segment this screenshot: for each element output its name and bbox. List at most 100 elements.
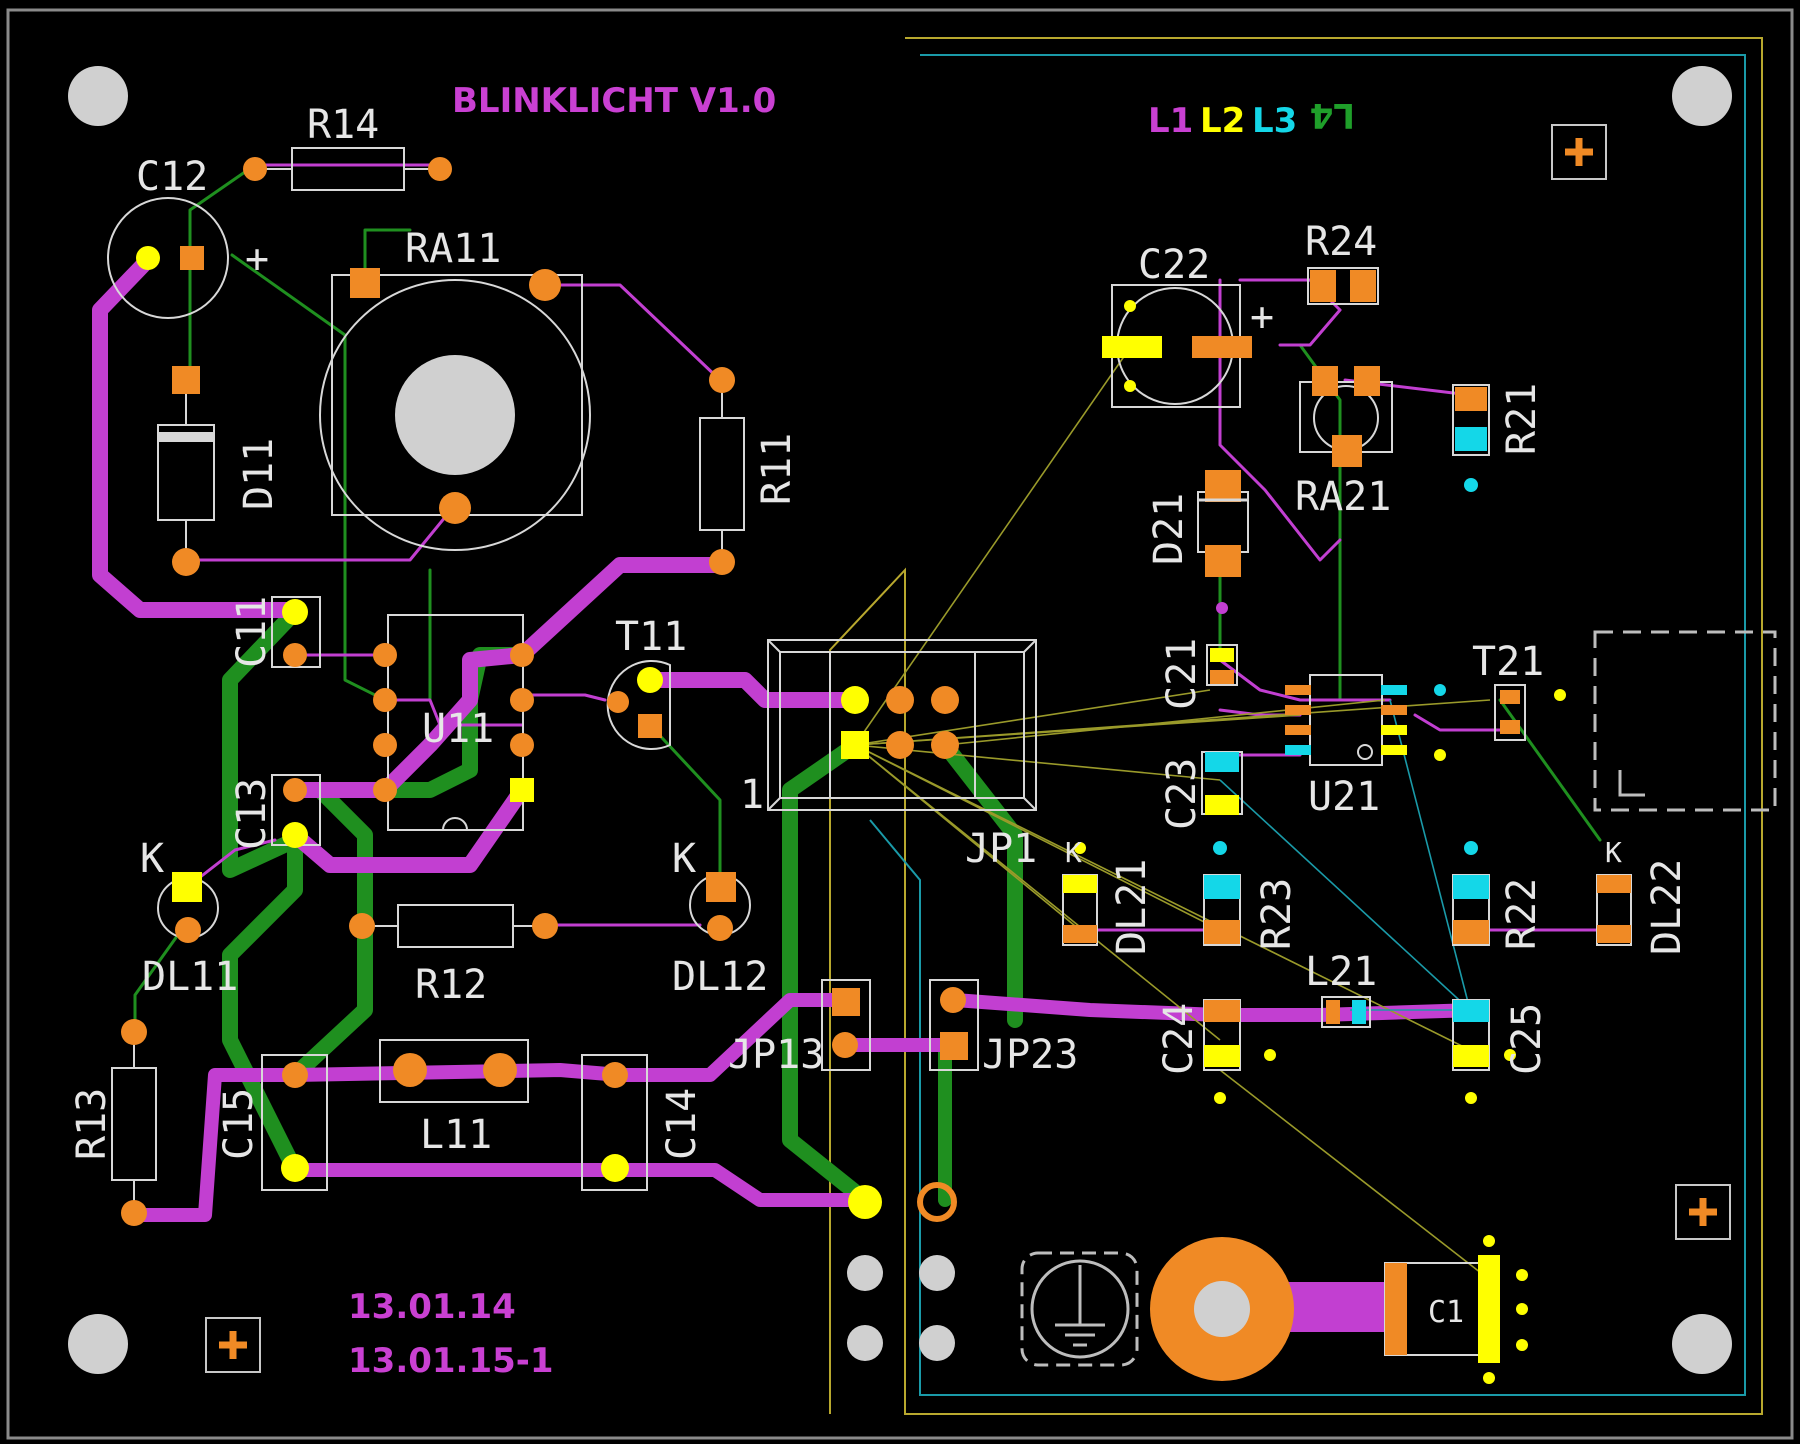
- component-ra21[interactable]: RA21: [1295, 366, 1393, 520]
- layer-l1: L1: [1148, 101, 1193, 141]
- fiducial-right: [1675, 1184, 1731, 1240]
- label-c11: C11: [229, 596, 275, 668]
- component-dl11[interactable]: K DL11: [140, 836, 238, 1000]
- date-1: 13.01.14: [348, 1287, 516, 1327]
- layer-l2: L2: [1200, 101, 1245, 141]
- label-c1: C1: [1428, 1295, 1464, 1330]
- component-c11[interactable]: C11: [229, 596, 321, 668]
- label-r23: R23: [1254, 878, 1300, 950]
- label-t21: T21: [1472, 639, 1544, 685]
- label-dl21-k: K: [1065, 836, 1082, 869]
- component-ra11[interactable]: RA11: [319, 226, 591, 551]
- label-r14: R14: [307, 102, 379, 148]
- label-jp1: JP1: [965, 826, 1037, 872]
- label-u21: U21: [1308, 774, 1380, 820]
- label-d21: D21: [1146, 493, 1192, 565]
- connector-holes: [847, 1182, 957, 1361]
- fiducial-top-right: [1551, 124, 1607, 180]
- label-jp1-pin1: 1: [740, 772, 764, 818]
- component-dl22[interactable]: K DL22: [1596, 836, 1690, 955]
- label-jp23: JP23: [982, 1032, 1078, 1078]
- component-u21[interactable]: U21: [1285, 674, 1407, 820]
- component-r21[interactable]: R21: [1452, 383, 1545, 492]
- mounting-hole: [68, 1314, 128, 1374]
- label-dl12-k: K: [672, 836, 696, 882]
- fiducial-bottom-left: [205, 1317, 261, 1373]
- component-c24[interactable]: C24: [1156, 999, 1276, 1104]
- component-c1[interactable]: C1: [1150, 1235, 1528, 1384]
- component-dl12[interactable]: K DL12: [672, 836, 768, 1000]
- component-r24[interactable]: R24: [1305, 219, 1379, 305]
- label-dl11: DL11: [142, 954, 238, 1000]
- layer-l3: L3: [1252, 101, 1297, 141]
- label-r24: R24: [1305, 219, 1377, 265]
- component-d11[interactable]: D11: [157, 366, 282, 576]
- component-d21[interactable]: D21: [1146, 470, 1249, 577]
- label-l11: L11: [420, 1112, 492, 1158]
- component-c12[interactable]: C12 +: [107, 154, 269, 319]
- label-dl12: DL12: [672, 954, 768, 1000]
- ground-symbol: [1020, 1251, 1139, 1367]
- green-traces: [133, 163, 1602, 1208]
- zone-frame-cyan: [869, 54, 1746, 1396]
- component-dl21[interactable]: K DL21: [1062, 836, 1155, 955]
- zone-frame-yellow: [829, 37, 1763, 1415]
- label-dl21: DL21: [1109, 859, 1155, 955]
- component-c23[interactable]: C23: [1159, 751, 1243, 830]
- label-d11: D11: [236, 438, 282, 510]
- label-c22: C22: [1138, 242, 1210, 288]
- label-c14: C14: [659, 1088, 705, 1160]
- component-r13[interactable]: R13: [69, 1019, 157, 1226]
- label-r12: R12: [415, 962, 487, 1008]
- board-title: BLINKLICHT V1.0: [452, 81, 776, 121]
- component-r14[interactable]: R14: [243, 102, 452, 191]
- component-r11[interactable]: R11: [699, 367, 800, 575]
- label-c24: C24: [1156, 1003, 1202, 1075]
- mounting-hole: [1672, 66, 1732, 126]
- component-jp1[interactable]: 1 JP1: [740, 639, 1037, 872]
- label-r21: R21: [1499, 383, 1545, 455]
- label-t11: T11: [615, 614, 687, 660]
- footprint-outline-dashed: [1593, 630, 1777, 812]
- mounting-hole: [68, 66, 128, 126]
- component-c25[interactable]: C25: [1452, 999, 1550, 1104]
- label-dl22: DL22: [1644, 859, 1690, 955]
- label-jp13: JP13: [728, 1032, 824, 1078]
- component-r22[interactable]: R22: [1452, 841, 1545, 950]
- layer-legend: L1 L2 L3 L4: [1148, 95, 1355, 141]
- component-jp23[interactable]: JP23: [929, 979, 1078, 1078]
- label-dl22-k: K: [1605, 836, 1622, 869]
- component-jp13[interactable]: JP13: [728, 979, 871, 1078]
- component-r12[interactable]: R12: [349, 904, 558, 1008]
- component-c13[interactable]: C13: [229, 774, 321, 850]
- component-t21[interactable]: T21: [1434, 639, 1566, 761]
- label-r22: R22: [1499, 878, 1545, 950]
- label-c13: C13: [229, 778, 275, 850]
- label-c23: C23: [1159, 758, 1205, 830]
- date-2: 13.01.15-1: [348, 1341, 554, 1381]
- label-c12-plus: +: [245, 236, 269, 282]
- label-c21: C21: [1159, 638, 1205, 710]
- label-u11: U11: [422, 706, 494, 752]
- label-c15: C15: [216, 1088, 262, 1160]
- footprint-outline-corner: [1618, 770, 1645, 797]
- label-r11: R11: [754, 433, 800, 505]
- mounting-hole: [1672, 1314, 1732, 1374]
- label-r13: R13: [69, 1088, 115, 1160]
- component-r23[interactable]: R23: [1203, 841, 1300, 950]
- label-l21: L21: [1305, 949, 1377, 995]
- label-dl11-k: K: [140, 836, 164, 882]
- component-t11[interactable]: T11: [606, 614, 687, 750]
- layer-l4: L4: [1310, 95, 1355, 135]
- component-u11[interactable]: U11: [373, 614, 534, 831]
- component-c22[interactable]: C22 +: [1102, 242, 1274, 408]
- component-l21[interactable]: L21: [1305, 949, 1377, 1028]
- component-c15[interactable]: C15: [216, 1054, 328, 1191]
- component-c21[interactable]: C21: [1159, 602, 1238, 710]
- component-c14[interactable]: C14: [581, 1054, 705, 1191]
- component-l11[interactable]: L11: [379, 1039, 529, 1158]
- label-ra11: RA11: [405, 226, 501, 272]
- label-c12: C12: [136, 154, 208, 200]
